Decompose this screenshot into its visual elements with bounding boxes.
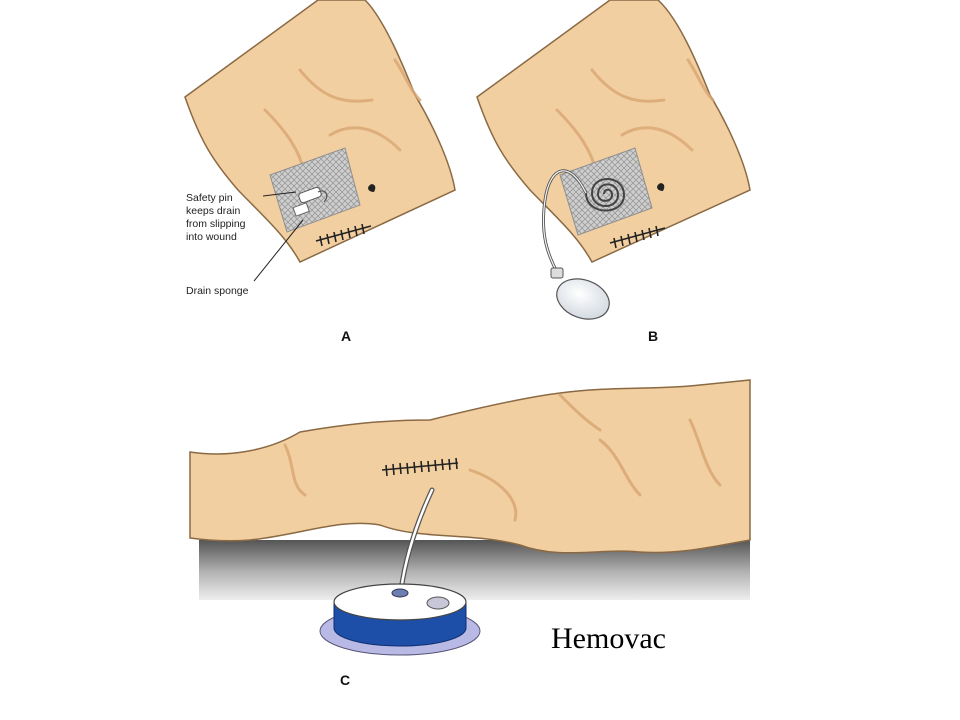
panel-a-leader-lines [253,191,304,282]
panel-a-stab-wound-icon [368,184,376,192]
panel-b-bulb-neck [550,267,564,279]
reservoir-inlet-port [391,588,409,598]
panel-b-stab-wound-icon [657,183,665,191]
reservoir-vent-plug [426,596,450,610]
safety-pin-icon [298,186,328,204]
panel-b-skin [476,0,751,263]
callout-keeps-drain: keeps drain [186,205,240,217]
panel-c-letter: C [340,672,350,688]
panel-a-letter: A [341,328,351,344]
panel-c: C [189,379,751,688]
panel-c-surface [199,540,750,600]
panel-a-drain-tube [292,202,310,217]
callout-safety-pin: Safety pin [186,192,233,204]
panel-c-sutures [381,457,459,477]
panel-b-letter: B [648,328,658,344]
reservoir-top-disc [333,583,467,621]
panel-a-skin [184,0,456,263]
panel-b-bulb-reservoir [556,278,610,320]
callout-drain-sponge: Drain sponge [186,285,249,297]
figure-caption: Hemovac [551,622,666,655]
panel-c-drain-tube-inner [399,488,434,592]
panel-b-tubing-inner [542,170,587,273]
panel-b-coiled-drain [585,178,626,212]
panel-b: B [476,0,751,344]
panel-a: Safety pin keeps drain from slipping int… [184,0,456,344]
hemovac-reservoir [319,583,481,656]
panel-c-limb [189,379,751,554]
callout-into-wound: into wound [186,231,237,243]
panel-b-gauze [559,147,653,236]
panel-c-limb-folds [283,393,722,522]
callout-from-slipping: from slipping [186,218,246,230]
panel-a-sutures [315,223,372,247]
panel-b-sutures [609,225,666,249]
